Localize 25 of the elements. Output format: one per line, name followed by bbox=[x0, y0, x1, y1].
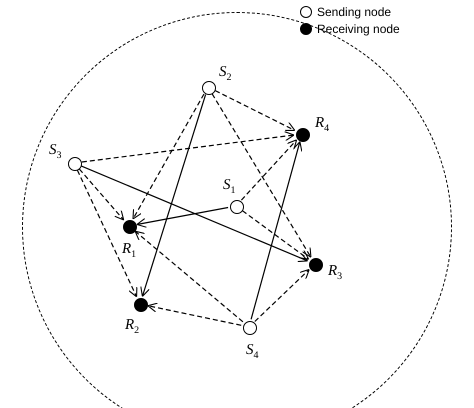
node-label: S$_{3}$ bbox=[49, 143, 62, 163]
node-label: R$_{3}$ bbox=[328, 264, 342, 284]
dashed-arrow bbox=[78, 168, 124, 221]
dashed-arrow bbox=[76, 170, 138, 298]
dashed-arrow bbox=[254, 268, 310, 322]
node-label: S$_{1}$ bbox=[223, 178, 236, 198]
dashed-arrow bbox=[242, 210, 310, 260]
dashed-arrow bbox=[132, 94, 205, 220]
arrow bbox=[81, 166, 308, 262]
dashed-arrow bbox=[82, 131, 295, 163]
dashed-arrow bbox=[134, 230, 244, 322]
node-label: S$_{4}$ bbox=[246, 343, 258, 363]
legend-label: Receiving node bbox=[317, 22, 400, 36]
dashed-arrow bbox=[240, 139, 298, 200]
dashed-arrow bbox=[214, 90, 296, 131]
node-label: S$_{2}$ bbox=[219, 65, 232, 85]
arrow bbox=[136, 206, 228, 228]
dashed-arrow bbox=[212, 93, 312, 258]
arrow bbox=[140, 94, 206, 297]
node-label: R$_{2}$ bbox=[125, 318, 140, 338]
node-label: R$_{4}$ bbox=[315, 116, 330, 136]
arrow bbox=[250, 141, 302, 320]
dashed-arrow bbox=[147, 302, 242, 326]
legend-label: Sending node bbox=[317, 5, 392, 19]
node-label: R$_{1}$ bbox=[122, 242, 136, 262]
